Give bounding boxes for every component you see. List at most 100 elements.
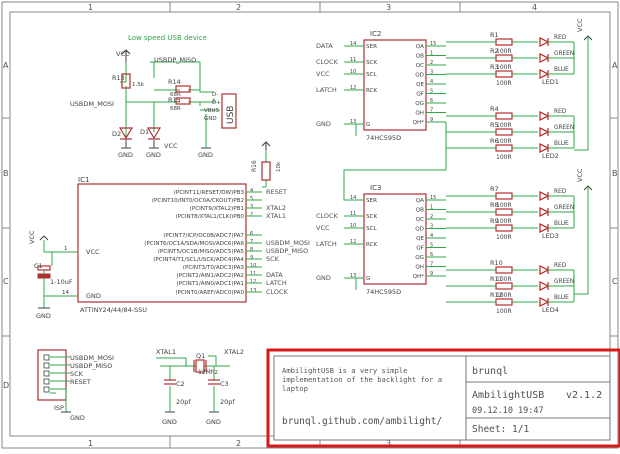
sr1-left-label-0: SER (366, 44, 377, 50)
sr1-left-label-4: G (366, 122, 370, 128)
project-url: brunql.github.com/ambilight/ (282, 416, 442, 427)
r16-ref: R16 (251, 160, 258, 172)
sr1-left-net-3: LATCH (316, 86, 337, 94)
ic1-pin-net-5: USBDM_MOSI (266, 239, 310, 247)
sr1-left-num-1: 11 (350, 57, 356, 63)
usb-vcc-2: VCC (164, 142, 178, 150)
sr2-left-num-2: 10 (350, 223, 356, 229)
vcc-rail-0 (574, 36, 589, 151)
ic1-pin-net-7: SCK (266, 255, 280, 263)
xtal2-net-label: XTAL2 (224, 348, 244, 356)
sr2-right-num-0: 15 (430, 195, 436, 201)
frame-col-2-bottom: 2 (236, 439, 241, 448)
sr1-left-net-1: CLOCK (316, 58, 339, 66)
ic1-part: ATTINY24/44/84-SSU (80, 306, 147, 314)
cascade-wire (343, 122, 447, 201)
usb-gnd-1: GND (118, 151, 133, 159)
frame-row-c-right: C (612, 277, 618, 286)
sr1-right-num-3: 3 (430, 70, 433, 76)
ic1-pin-label-10: (PCINT1/AIN0/ADC1)PA1 (177, 281, 245, 287)
ic1-pin-label-3: (PCINT8/XTAL1/CLKI)PB0 (175, 214, 244, 220)
sr2-right-label-5: QF (416, 246, 424, 252)
ic1-pin-num-0: 4 (250, 188, 253, 194)
isp-pin-mosi: USBDM_MOSI (70, 354, 114, 362)
resistor-ref-7: R8 (490, 201, 499, 209)
led-array: R1100RR2100RR3100RR4100RR5100RR6100RR710… (446, 18, 593, 315)
usb-gnd-2: GND (146, 151, 161, 159)
resistor-ref-4: R5 (490, 121, 499, 129)
project-description: AmbilightUSB is a very simple implementa… (282, 366, 443, 393)
ic1-pin-num-7: 9 (250, 255, 253, 261)
ic1-pin-label-11: (PCINT0/AREF/ADC0)PA0 (175, 290, 244, 296)
ic1-pin-num-2: 3 (250, 204, 253, 210)
xtal1-net-label: XTAL1 (156, 348, 176, 356)
sr2-right-num-3: 3 (430, 224, 433, 230)
sr2-right-num-8: 9 (430, 271, 433, 277)
title-block-frame (273, 355, 611, 441)
led-1-diode-0 (539, 37, 550, 47)
led-4-diode-2 (539, 297, 550, 307)
vcc-rail-1 (574, 186, 589, 295)
resistor-value-3: 100R (496, 122, 512, 129)
sr1-left-net-2: VCC (316, 70, 330, 78)
resistor-value-2: 100R (496, 80, 512, 87)
led-2-color-0: RED (554, 109, 567, 115)
frame-col-1-bottom: 1 (88, 439, 93, 448)
sr1-right-num-4: 4 (430, 79, 433, 85)
sr1-left-net-4: GND (316, 120, 331, 128)
frame-row-b-right: B (612, 169, 618, 178)
sr2-right-label-7: QH (415, 265, 424, 271)
ic1-pin-num-9: 11 (250, 271, 256, 277)
led-1-diode-2 (539, 69, 550, 79)
usb-pin-dplus: D+ (212, 100, 221, 106)
sr1-left-label-1: SCK (366, 60, 377, 66)
r13-value: 1.5k (132, 82, 145, 88)
led-1-color-1: GREEN (554, 51, 574, 57)
resistor-body-10 (495, 282, 513, 290)
sr2-right-num-4: 4 (430, 233, 433, 239)
resistor-value-1: 100R (496, 64, 512, 71)
usb-pin-vbus: VBUS (204, 108, 220, 114)
isp-gnd-label: GND (70, 414, 85, 422)
sr2-right-num-1: 1 (430, 205, 433, 211)
isp-pin-sck: SCK (70, 370, 84, 378)
led-4-color-1: GREEN (554, 279, 574, 285)
sr2-left-label-4: G (366, 276, 370, 282)
ic1-pin-net-11: CLOCK (266, 288, 289, 296)
sr2-right-label-2: QC (416, 217, 424, 223)
resistor-body-0 (495, 38, 513, 46)
sr1-right-label-0: QA (416, 44, 424, 50)
led-2-ref: LED2 (542, 152, 559, 160)
d1-ref: D1 (140, 128, 149, 136)
sr2-right-label-1: QB (416, 208, 424, 214)
shift-register-body-2 (363, 193, 427, 285)
shift-registers: IC274HC595DSER14DATASCK11CLOCKSCL10VCCRC… (316, 30, 447, 296)
c1-vcc-label: VCC (28, 230, 36, 244)
resistor-value-4: 100R (496, 138, 512, 145)
ic1-pin-label-5: (PCINT6/OC1A/SDA/MOSI/ADC6)PA6 (144, 241, 244, 247)
ic1-pin-net-10: LATCH (266, 279, 287, 287)
author-name: brunql (472, 366, 508, 377)
resistor-ref-3: R4 (490, 105, 499, 113)
shift-register-ref-1: IC2 (370, 30, 381, 38)
project-version: v2.1.2 (566, 390, 602, 401)
isp-ref: ISP (54, 404, 64, 412)
ic1-pin-num-5: 7 (250, 239, 253, 245)
crystal-gnd-2: GND (206, 418, 221, 426)
sr2-left-net-1: CLOCK (316, 212, 339, 220)
ic1-pin-label-0: (PCINT11/RESET/DW)PB3 (174, 190, 245, 196)
resistor-ref-2: R3 (490, 63, 499, 71)
sr2-left-label-3: RCK (366, 242, 378, 248)
c3-ref: C3 (220, 380, 229, 388)
resistor-ref-9: R10 (490, 259, 503, 267)
isp-header: USBDM_MOSI USBDP_MISO SCK RESET ISP GND (37, 349, 114, 422)
resistor-value-10: 100R (496, 292, 512, 299)
sheet-number: Sheet: 1/1 (472, 424, 529, 435)
resistor-value-9: 100R (496, 276, 512, 283)
ic1-pin-num-11: 13 (250, 288, 256, 294)
sr2-right-num-2: 2 (430, 214, 433, 220)
sr1-right-label-5: QF (416, 92, 424, 98)
